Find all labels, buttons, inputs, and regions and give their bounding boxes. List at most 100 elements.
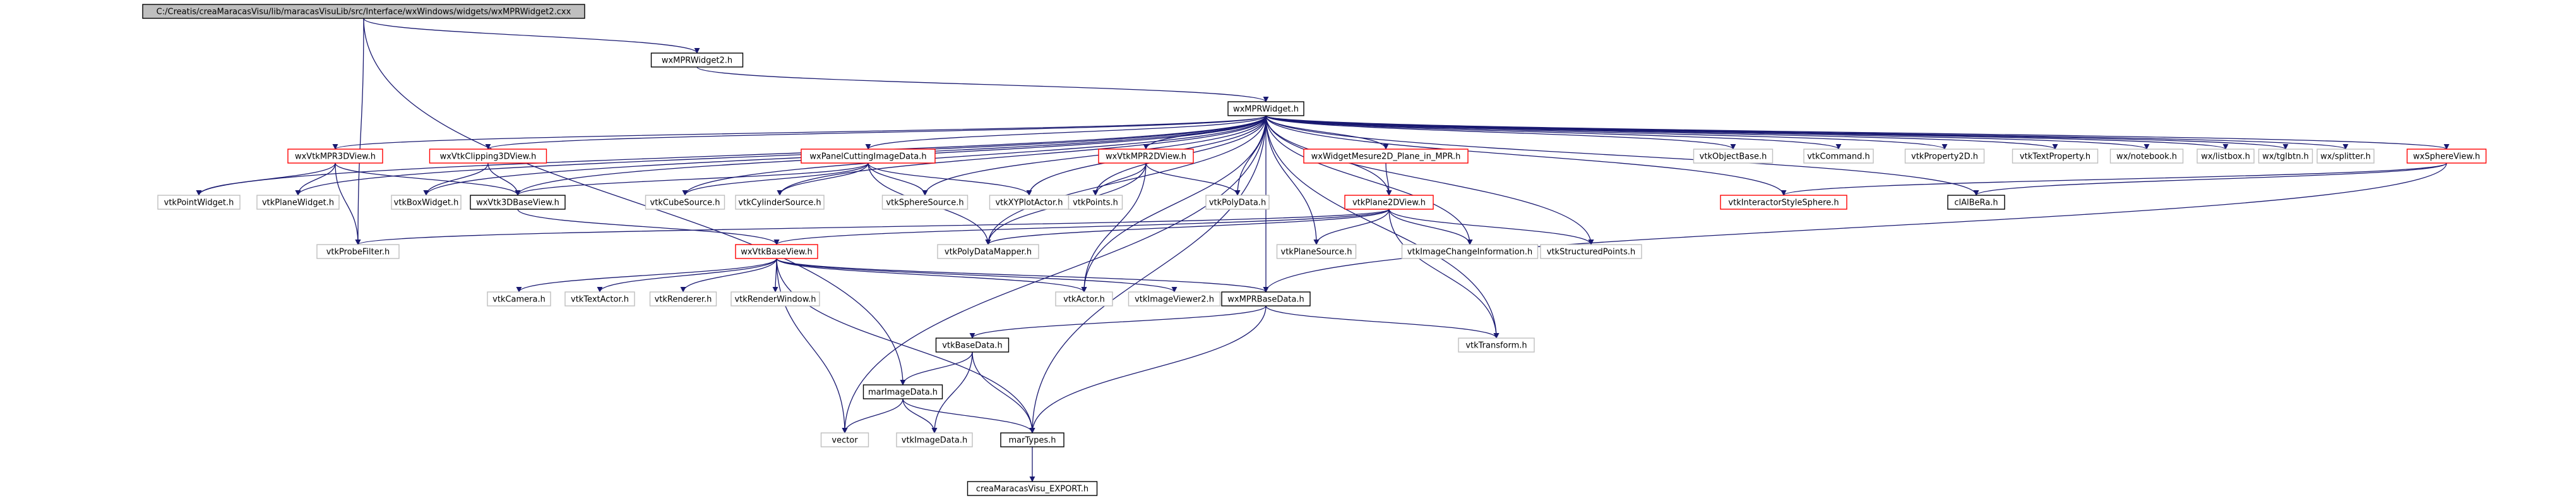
node-box-wxsplitter bbox=[2317, 149, 2375, 164]
edge-wxVtkMPR2DView-to-vtkPoints bbox=[1092, 162, 1147, 196]
edge-wxMPRWidgeth-to-vtkSphereSource bbox=[922, 115, 1267, 196]
node-label-vtkCubeSource: vtkCubeSource.h bbox=[650, 198, 720, 208]
edge-wxMPRWidgeth-to-vtkCubeSource bbox=[682, 115, 1267, 196]
node-label-vtkPlane2DView: vtkPlane2DView.h bbox=[1352, 198, 1426, 208]
node-wxVtk3DBaseView[interactable]: wxVtk3DBaseView.h bbox=[470, 195, 566, 210]
edge-wxMPRWidgeth-to-vtkObjectBase bbox=[1265, 115, 1736, 150]
node-vtkPoints[interactable]: vtkPoints.h bbox=[1068, 195, 1123, 210]
node-vtkTextActor[interactable]: vtkTextActor.h bbox=[564, 291, 635, 307]
node-wxVtkMPR2DView[interactable]: wxVtkMPR2DView.h bbox=[1098, 149, 1194, 164]
node-wxWidgetMesure2D[interactable]: wxWidgetMesure2D_Plane_in_MPR.h bbox=[1303, 149, 1469, 164]
node-label-vtkPlaneWidget: vtkPlaneWidget.h bbox=[262, 198, 334, 208]
node-wxsplitter[interactable]: wx/splitter.h bbox=[2317, 149, 2375, 164]
edge-vtkPlane2DView-to-vtkTransform bbox=[1388, 209, 1500, 339]
node-vtkPlane2DView[interactable]: vtkPlane2DView.h bbox=[1344, 195, 1434, 210]
node-box-vtkRenderWindow bbox=[730, 291, 820, 307]
node-vtkImageChangeInformation[interactable]: vtkImageChangeInformation.h bbox=[1401, 244, 1539, 259]
node-label-creaExport: creaMaracasVisu_EXPORT.h bbox=[976, 485, 1088, 494]
node-creaExport[interactable]: creaMaracasVisu_EXPORT.h bbox=[967, 481, 1098, 496]
node-clAlBeRa[interactable]: clAlBeRa.h bbox=[1947, 195, 2005, 210]
node-label-vtkInteractorStyleSphere: vtkInteractorStyleSphere.h bbox=[1728, 198, 1839, 208]
node-wxPanelCuttingImageData[interactable]: wxPanelCuttingImageData.h bbox=[801, 149, 936, 164]
node-box-vtkPointWidget bbox=[157, 195, 241, 210]
node-vtkPlaneSource[interactable]: vtkPlaneSource.h bbox=[1276, 244, 1357, 259]
edge-wxMPRWidgeth-to-wxPanelCuttingImageData bbox=[865, 115, 1267, 150]
edge-wxPanelCuttingImageData-to-wxVtk3DBaseView bbox=[515, 162, 869, 196]
node-vtkSphereSource[interactable]: vtkSphereSource.h bbox=[881, 195, 969, 210]
nodes-layer: C:/Creatis/creaMaracasVisu/lib/maracasVi… bbox=[142, 4, 2487, 496]
node-vtkCubeSource[interactable]: vtkCubeSource.h bbox=[645, 195, 725, 210]
edge-wxMPRWidgeth-to-vtkCylinderSource bbox=[777, 115, 1267, 196]
node-vtkCommand[interactable]: vtkCommand.h bbox=[1803, 149, 1874, 164]
node-box-wxWidgetMesure2D bbox=[1303, 149, 1469, 164]
node-box-vtkPlane2DView bbox=[1344, 195, 1434, 210]
edge-wxMPRWidgeth-to-vtkInteractorStyleSphere bbox=[1265, 115, 1787, 196]
node-vtkRenderWindow[interactable]: vtkRenderWindow.h bbox=[730, 291, 820, 307]
node-wxVtkClipping3DView[interactable]: wxVtkClipping3DView.h bbox=[429, 149, 547, 164]
node-label-vtkRenderWindow: vtkRenderWindow.h bbox=[734, 295, 816, 305]
node-vtkBaseData[interactable]: vtkBaseData.h bbox=[935, 337, 1010, 353]
node-wxlistbox[interactable]: wx/listbox.h bbox=[2197, 149, 2255, 164]
edge-wxSphereView-to-vtkInteractorStyleSphere bbox=[1780, 162, 2447, 196]
node-box-vtkPolyData bbox=[1205, 195, 1270, 210]
node-box-vtkPolyDataMapper bbox=[937, 244, 1039, 259]
node-vtkActor[interactable]: vtkActor.h bbox=[1055, 291, 1113, 307]
node-vtkTextProperty[interactable]: vtkTextProperty.h bbox=[2012, 149, 2099, 164]
node-label-wxVtkBaseView: wxVtkBaseView.h bbox=[741, 248, 813, 257]
node-wxnotebook[interactable]: wx/notebook.h bbox=[2109, 149, 2184, 164]
edge-wxVtkBaseView-to-wxMPRBaseData bbox=[776, 258, 1269, 293]
node-vtkImageViewer2[interactable]: vtkImageViewer2.h bbox=[1128, 291, 1221, 307]
edge-wxMPRBaseData-to-vtkBaseData bbox=[969, 305, 1267, 339]
node-vtkCylinderSource[interactable]: vtkCylinderSource.h bbox=[735, 195, 825, 210]
node-vtkXYPlotActor[interactable]: vtkXYPlotActor.h bbox=[989, 195, 1070, 210]
node-wxMPRWidget2h[interactable]: wxMPRWidget2.h bbox=[650, 52, 744, 68]
node-box-wxVtkClipping3DView bbox=[429, 149, 547, 164]
node-vtkPolyDataMapper[interactable]: vtkPolyDataMapper.h bbox=[937, 244, 1039, 259]
node-root[interactable]: C:/Creatis/creaMaracasVisu/lib/maracasVi… bbox=[142, 4, 585, 19]
node-wxMPRBaseData[interactable]: wxMPRBaseData.h bbox=[1221, 291, 1311, 307]
edge-wxWidgetMesure2D-to-vtkPlane2DView bbox=[1385, 162, 1392, 196]
node-vtkProperty2D[interactable]: vtkProperty2D.h bbox=[1904, 149, 1985, 164]
node-vtkInteractorStyleSphere[interactable]: vtkInteractorStyleSphere.h bbox=[1720, 195, 1847, 210]
edge-wxMPRWidgeth-to-wxnotebook bbox=[1265, 115, 2150, 150]
edge-wxMPRWidgeth-to-wxsplitter bbox=[1265, 115, 2349, 150]
node-vtkTransform[interactable]: vtkTransform.h bbox=[1458, 337, 1535, 353]
node-vtkObjectBase[interactable]: vtkObjectBase.h bbox=[1693, 149, 1774, 164]
node-label-wxtglbtn: wx/tglbtn.h bbox=[2262, 152, 2309, 162]
node-vtkPlaneWidget[interactable]: vtkPlaneWidget.h bbox=[256, 195, 340, 210]
node-vtkStructuredPoints[interactable]: vtkStructuredPoints.h bbox=[1540, 244, 1642, 259]
node-wxMPRWidgeth[interactable]: wxMPRWidget.h bbox=[1227, 101, 1304, 116]
node-vtkPolyData[interactable]: vtkPolyData.h bbox=[1205, 195, 1270, 210]
node-box-clAlBeRa bbox=[1947, 195, 2005, 210]
node-box-vector bbox=[820, 432, 869, 447]
node-wxtglbtn[interactable]: wx/tglbtn.h bbox=[2258, 149, 2313, 164]
node-vtkProbeFilter[interactable]: vtkProbeFilter.h bbox=[316, 244, 400, 259]
node-box-vtkImageData bbox=[896, 432, 973, 447]
node-box-vtkImageViewer2 bbox=[1128, 291, 1221, 307]
node-vtkImageData[interactable]: vtkImageData.h bbox=[896, 432, 973, 447]
edge-wxVtkBaseView-to-vtkImageViewer2 bbox=[776, 258, 1178, 293]
node-wxVtkMPR3DView[interactable]: wxVtkMPR3DView.h bbox=[287, 149, 383, 164]
node-vtkBoxWidget[interactable]: vtkBoxWidget.h bbox=[391, 195, 462, 210]
node-wxVtkBaseView[interactable]: wxVtkBaseView.h bbox=[735, 244, 818, 259]
node-vtkPointWidget[interactable]: vtkPointWidget.h bbox=[157, 195, 241, 210]
edge-wxMPRWidget2h-to-wxMPRWidgeth bbox=[696, 66, 1269, 102]
edge-marImageData-to-vector bbox=[842, 398, 903, 434]
node-label-marImageData: marImageData.h bbox=[868, 388, 938, 398]
edge-vtkBaseData-to-marImageData bbox=[900, 351, 973, 386]
node-box-vtkSphereSource bbox=[881, 195, 969, 210]
node-label-vtkTransform: vtkTransform.h bbox=[1465, 341, 1527, 351]
edge-wxMPRWidgeth-to-clAlBeRa bbox=[1265, 115, 1979, 196]
node-box-wxSphereView bbox=[2406, 149, 2487, 164]
edge-wxVtkBaseView-to-vtkTextActor bbox=[597, 258, 777, 293]
node-label-vtkPointWidget: vtkPointWidget.h bbox=[164, 198, 234, 208]
node-label-wxVtk3DBaseView: wxVtk3DBaseView.h bbox=[476, 198, 559, 208]
node-marTypes[interactable]: marTypes.h bbox=[1000, 432, 1064, 447]
node-vtkCamera[interactable]: vtkCamera.h bbox=[487, 291, 551, 307]
node-vtkRenderer[interactable]: vtkRenderer.h bbox=[649, 291, 717, 307]
node-label-vtkPolyDataMapper: vtkPolyDataMapper.h bbox=[945, 248, 1032, 257]
node-vector[interactable]: vector bbox=[820, 432, 869, 447]
node-marImageData[interactable]: marImageData.h bbox=[862, 384, 943, 399]
edge-wxVtkBaseView-to-vector bbox=[776, 258, 848, 434]
node-wxSphereView[interactable]: wxSphereView.h bbox=[2406, 149, 2487, 164]
